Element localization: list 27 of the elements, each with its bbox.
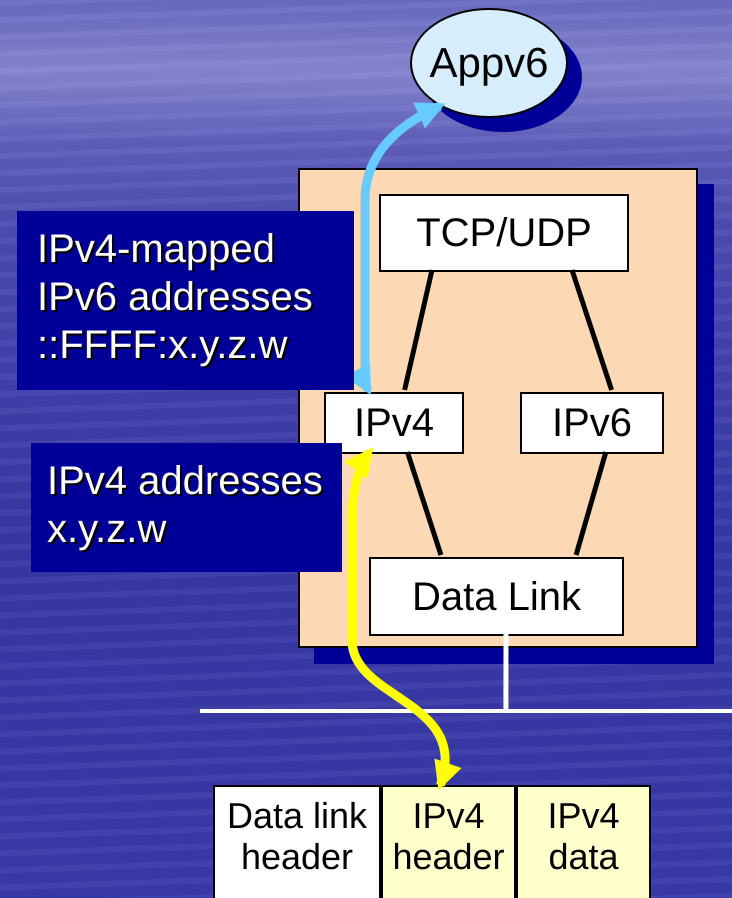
- layer-box: [324, 392, 464, 454]
- connector-line: [402, 269, 434, 391]
- layer-box: [520, 392, 664, 454]
- layer-label: IPv4: [354, 403, 434, 443]
- connector-line: [405, 451, 444, 556]
- layer-box: [369, 557, 624, 636]
- field-label: IPv4 header: [391, 795, 506, 880]
- note-text: IPv4 addresses: [47, 458, 324, 505]
- layer-label: IPv6: [552, 403, 632, 443]
- packet-field-cell: [516, 785, 651, 898]
- app-label: Appv6: [429, 42, 549, 84]
- note-text: x.y.z.w: [47, 506, 168, 553]
- packet-field-cell: [381, 785, 516, 898]
- layer-box: [379, 194, 629, 272]
- field-label: Data link header: [226, 795, 368, 880]
- connector-line: [503, 634, 508, 709]
- address-note-box: [31, 443, 342, 572]
- note-text: ::FFFF:x.y.z.w: [37, 322, 288, 369]
- note-text: IPv4-mapped IPv6 addresses: [37, 226, 314, 321]
- layer-label: Data Link: [412, 576, 581, 616]
- connector-line: [570, 269, 614, 391]
- double-arrow: [344, 447, 460, 791]
- layer-label: TCP/UDP: [416, 213, 592, 253]
- field-label: IPv4 data: [546, 795, 621, 880]
- address-note-box: [17, 211, 354, 390]
- packet-field-cell: [213, 785, 381, 898]
- connector-line: [574, 451, 608, 556]
